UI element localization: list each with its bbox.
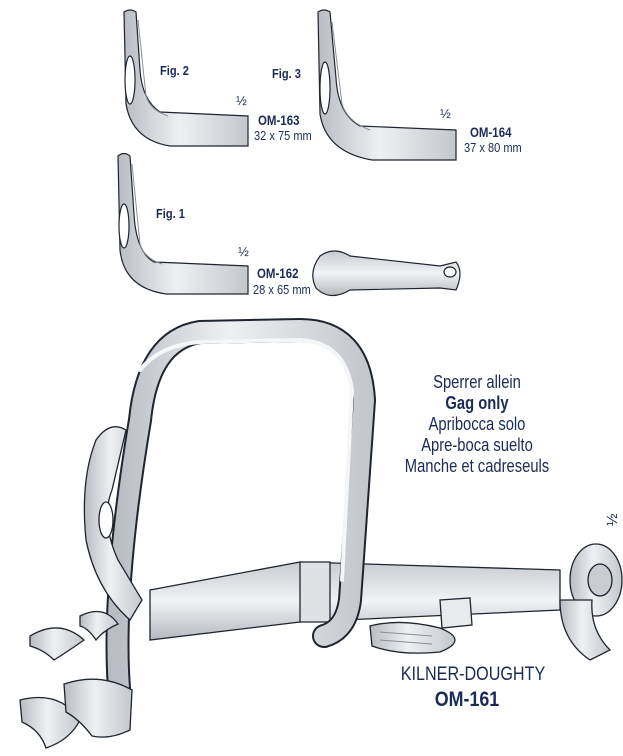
main-scale: ½ [604, 513, 621, 526]
blade-fig1 [117, 152, 249, 295]
key-handle [312, 250, 461, 297]
fig3-label: Fig. 3 [272, 66, 301, 81]
fig1-dims: 28 x 65 mm [253, 282, 311, 297]
fig1-scale: ½ [238, 244, 249, 259]
blade-fig2 [123, 9, 249, 147]
fig2-code: OM-163 [258, 113, 300, 128]
fig2-scale: ½ [236, 93, 247, 108]
label-spanish: Apre-boca suelto [421, 435, 533, 455]
product-name: KILNER-DOUGHTY [400, 664, 546, 685]
fig1-label: Fig. 1 [156, 206, 185, 221]
label-french: Manche et cadreseuls [404, 456, 550, 476]
fig2-label: Fig. 2 [160, 63, 189, 78]
fig3-dims: 37 x 80 mm [464, 140, 522, 155]
gag-head [559, 543, 623, 661]
fig1-code: OM-162 [257, 266, 299, 281]
blade-fig3 [317, 9, 457, 161]
label-italian: Apribocca solo [428, 414, 526, 434]
fig3-scale: ½ [440, 106, 451, 121]
fig2-dims: 32 x 75 mm [254, 128, 312, 143]
fig3-code: OM-164 [470, 125, 512, 140]
product-code: OM-161 [434, 688, 500, 711]
label-german: Sperrer allein [433, 372, 521, 392]
gag-ratchet-hooks [19, 610, 133, 749]
label-english: Gag only [445, 393, 509, 413]
gag-wire-frame [105, 317, 377, 712]
gag-tongue-blade [83, 426, 143, 622]
